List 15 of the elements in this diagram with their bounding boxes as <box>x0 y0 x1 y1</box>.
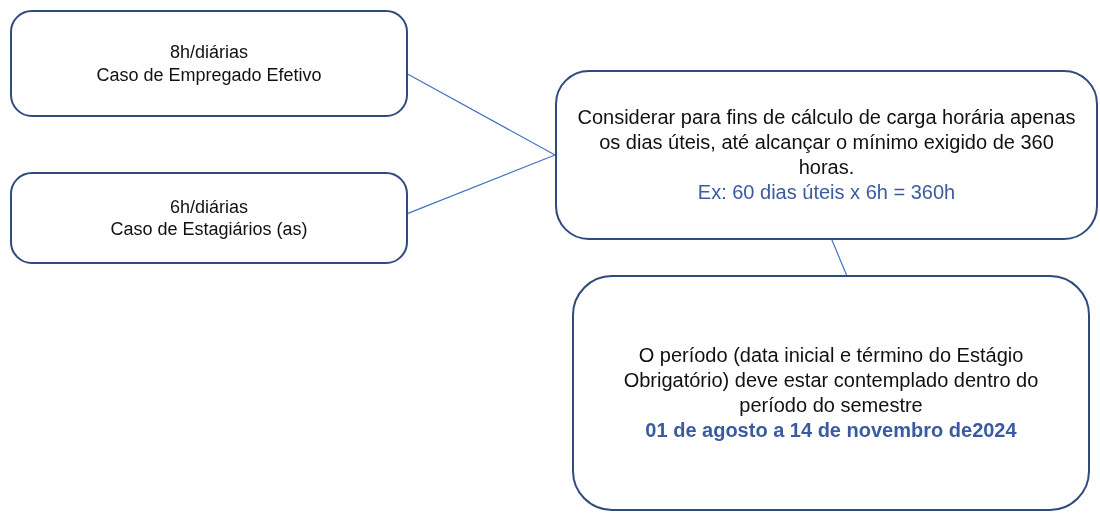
box-text: Caso de Empregado Efetivo <box>96 63 322 86</box>
connector-line <box>831 239 848 276</box>
box-text: 6h/diárias <box>169 195 248 218</box>
rounded-box <box>10 10 408 117</box>
connector-line <box>407 154 556 214</box>
box-text: 01 de agosto a 14 de novembro de2024 <box>645 418 1017 443</box>
box-text: O período (data inicial e término do Estágio Obrigatório) deve estar contemplado dentro do período do semestre <box>622 343 1040 418</box>
connector-line <box>407 73 556 156</box>
rounded-box <box>555 70 1098 240</box>
rounded-box <box>10 172 408 264</box>
box-text: Ex: 60 dias úteis x 6h = 360h <box>697 180 956 205</box>
box-text: 8h/diárias <box>169 41 248 64</box>
box-text: Caso de Estagiários (as) <box>110 218 308 241</box>
box-text: Considerar para fins de cálculo de carga horária apenas os dias úteis, até alcançar o mínimo exigido de 360 horas. <box>576 105 1077 180</box>
rounded-box <box>572 275 1090 511</box>
